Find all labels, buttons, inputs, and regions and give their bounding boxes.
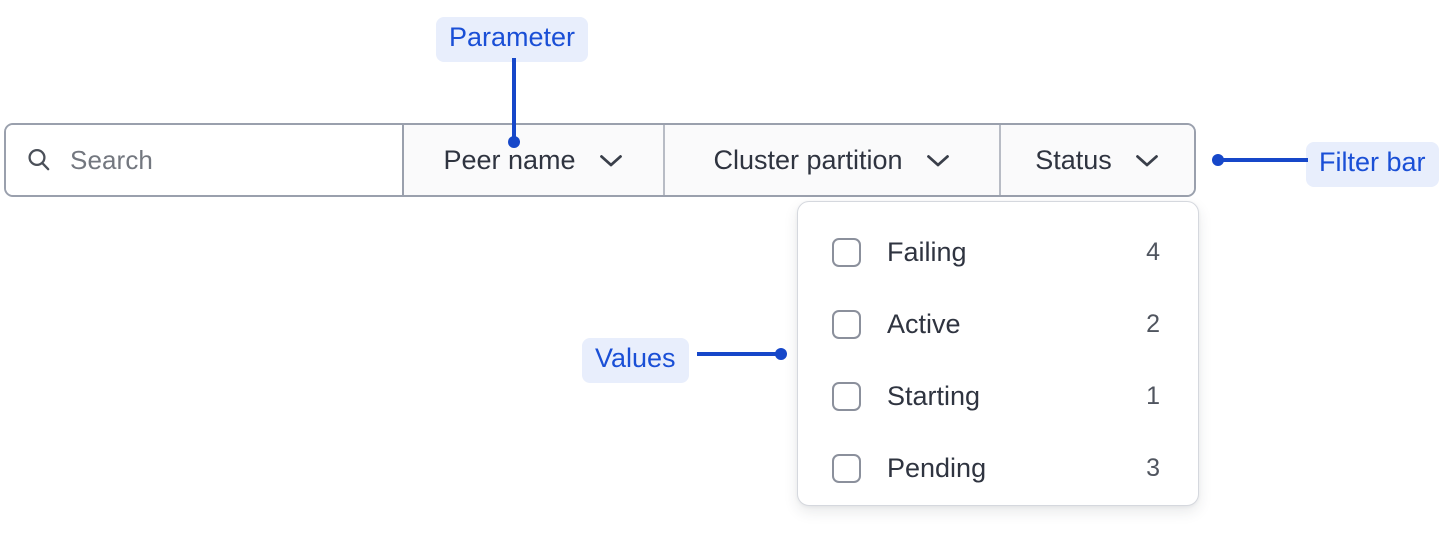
filter-label-status: Status — [1035, 144, 1112, 175]
value-count: 4 — [1146, 237, 1160, 266]
value-count: 3 — [1146, 453, 1160, 482]
annotation-dot-filter-bar — [1212, 154, 1224, 166]
status-values-dropdown: Failing 4 Active 2 Starting 1 Pending 3 — [797, 201, 1199, 506]
filter-dropdown-status[interactable]: Status — [1001, 125, 1194, 195]
checkbox-starting[interactable] — [832, 381, 861, 411]
annotation-parameter: Parameter — [436, 17, 589, 62]
annotation-leader-line-filter-bar — [1218, 158, 1308, 162]
chevron-down-icon — [925, 152, 951, 168]
checkbox-pending[interactable] — [832, 453, 861, 483]
annotation-values: Values — [582, 338, 689, 383]
filter-label-cluster-partition: Cluster partition — [713, 144, 903, 175]
filter-dropdown-cluster-partition[interactable]: Cluster partition — [665, 125, 1001, 195]
value-label: Active — [887, 308, 961, 339]
value-label: Failing — [887, 236, 967, 267]
annotation-leader-line-parameter — [512, 58, 516, 144]
checkbox-failing[interactable] — [832, 237, 861, 267]
filter-label-peer-name: Peer name — [443, 144, 576, 175]
value-count: 1 — [1146, 381, 1160, 410]
search-input[interactable]: Search — [6, 125, 404, 195]
list-item[interactable]: Pending 3 — [798, 432, 1198, 504]
checkbox-active[interactable] — [832, 309, 861, 339]
search-placeholder: Search — [70, 144, 153, 175]
chevron-down-icon — [598, 152, 624, 168]
value-count: 2 — [1146, 309, 1160, 338]
filter-bar: Search Peer name Cluster partition Statu… — [4, 123, 1196, 197]
annotation-leader-line-values — [697, 352, 783, 356]
list-item[interactable]: Starting 1 — [798, 360, 1198, 432]
annotation-dot-parameter — [508, 136, 520, 148]
filter-dropdown-peer-name[interactable]: Peer name — [404, 125, 665, 195]
search-icon — [26, 147, 52, 173]
value-label: Pending — [887, 452, 987, 483]
list-item[interactable]: Failing 4 — [798, 216, 1198, 288]
list-item[interactable]: Active 2 — [798, 288, 1198, 360]
annotation-dot-values — [775, 348, 787, 360]
chevron-down-icon — [1134, 152, 1160, 168]
value-label: Starting — [887, 380, 981, 411]
annotation-filter-bar: Filter bar — [1306, 142, 1439, 187]
